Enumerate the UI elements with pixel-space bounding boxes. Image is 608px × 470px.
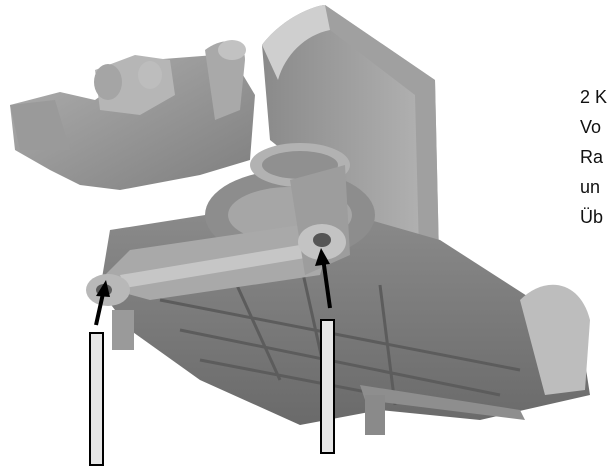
caption-line: 2 K <box>580 87 608 107</box>
caption-line: un <box>580 177 601 197</box>
caption-line: Üb <box>580 207 604 227</box>
right-mount-boss <box>298 224 346 260</box>
right-marker-bar <box>320 319 335 454</box>
arrow-up-icon <box>315 248 332 309</box>
caption-line: Ra <box>580 147 604 167</box>
left-marker-bar <box>89 332 104 466</box>
arrow-up-icon <box>94 280 110 326</box>
caption-text: 2 K Vo Ra un Üb <box>580 82 608 232</box>
caption-line: Vo <box>580 117 602 137</box>
engine-block <box>10 40 255 190</box>
